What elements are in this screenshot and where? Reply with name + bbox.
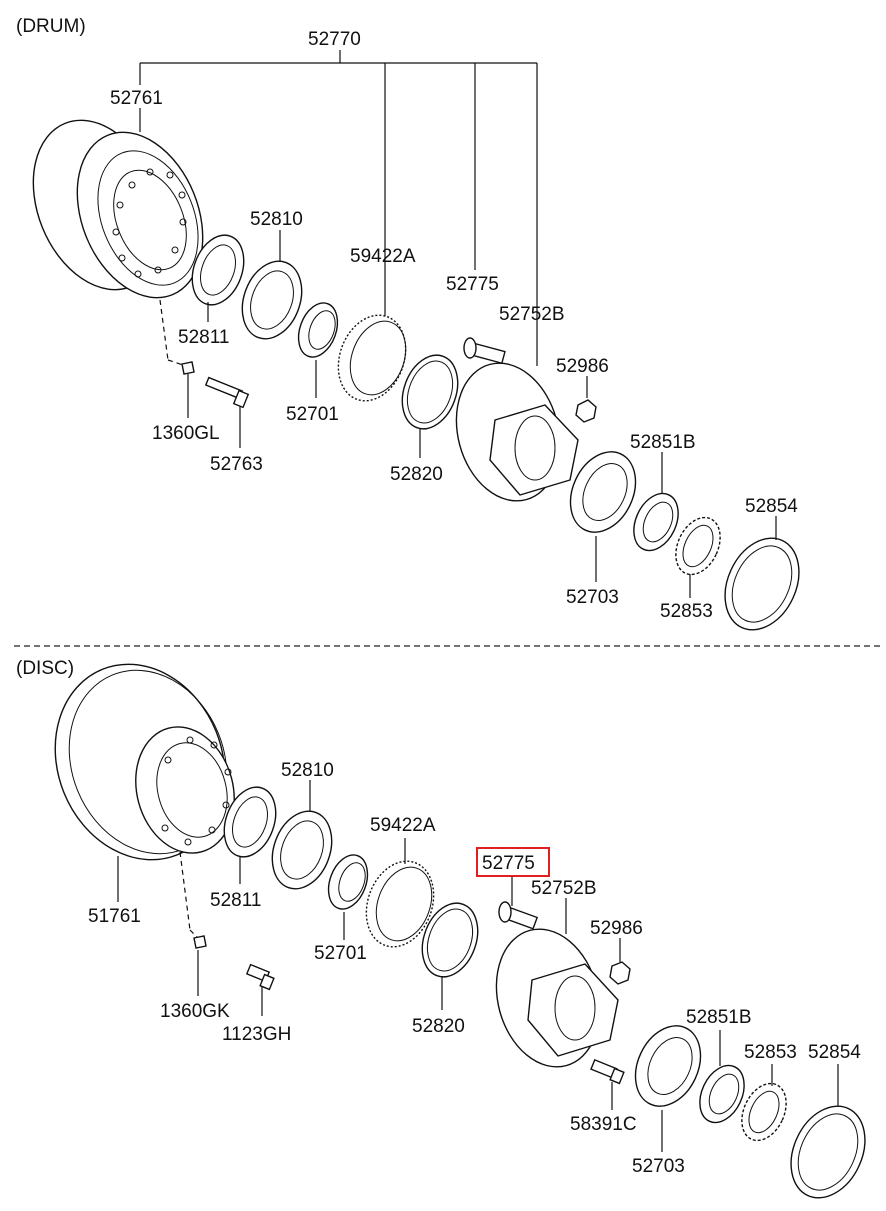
bearing-52851B-disc xyxy=(699,1030,745,1124)
brake-disc-51761 xyxy=(54,663,235,902)
bearing-52701-disc xyxy=(327,854,369,940)
label-52986: 52986 xyxy=(556,356,609,377)
label-52701-disc: 52701 xyxy=(314,943,367,964)
ring-52820-disc xyxy=(421,902,479,1010)
bearing-52853 xyxy=(675,516,721,598)
brake-drum-52761 xyxy=(32,108,204,299)
bearing-52701 xyxy=(297,302,339,398)
seal-52811 xyxy=(191,234,245,322)
hub-52752B xyxy=(455,298,579,502)
label-52851B-disc: 52851B xyxy=(686,1007,752,1028)
tone-ring-59422A xyxy=(337,314,407,402)
disc-section-title: (DISC) xyxy=(16,658,74,679)
label-52775: 52775 xyxy=(446,274,499,295)
seal-52703-disc xyxy=(634,1025,702,1152)
label-52703: 52703 xyxy=(566,587,619,608)
nut-52986-disc xyxy=(609,938,631,985)
label-52701: 52701 xyxy=(286,404,339,425)
label-52810-disc: 52810 xyxy=(281,760,334,781)
seal-52703 xyxy=(569,451,637,582)
bearing-52853-disc xyxy=(741,1064,787,1142)
bracket-52770 xyxy=(139,50,538,318)
ring-52810 xyxy=(241,230,303,340)
stud-52775-disc xyxy=(498,876,539,930)
label-52853-disc: 52853 xyxy=(744,1042,797,1063)
bearing-52851B xyxy=(633,452,679,552)
label-59422A-disc: 59422A xyxy=(370,815,436,836)
label-52820: 52820 xyxy=(390,464,443,485)
seal-52811-disc xyxy=(223,786,277,884)
label-52820-disc: 52820 xyxy=(412,1016,465,1037)
drum-section: (DRUM) xyxy=(16,16,800,631)
ring-52810-disc xyxy=(271,780,333,890)
label-52854-disc: 52854 xyxy=(808,1042,861,1063)
label-1123GH: 1123GH xyxy=(222,1024,291,1045)
label-1360GK: 1360GK xyxy=(160,1001,230,1022)
highlight-box xyxy=(476,847,550,877)
label-52703-disc: 52703 xyxy=(632,1156,685,1177)
label-1360GL: 1360GL xyxy=(152,423,220,444)
label-52770: 52770 xyxy=(308,29,361,50)
label-52851B: 52851B xyxy=(630,432,696,453)
stud-52775 xyxy=(463,337,506,365)
drum-section-title: (DRUM) xyxy=(16,16,86,37)
hub-52752B-disc xyxy=(495,898,619,1068)
disc-section: (DISC) xyxy=(16,658,866,1199)
label-58391C: 58391C xyxy=(570,1114,637,1135)
wheel-bolt-parts-disc xyxy=(179,851,275,1016)
label-52775-disc[interactable]: 52775 xyxy=(482,853,535,874)
label-52752B: 52752B xyxy=(499,304,565,325)
label-52811: 52811 xyxy=(178,327,229,348)
label-59422A: 59422A xyxy=(350,246,416,267)
label-52986-disc: 52986 xyxy=(590,918,643,939)
bolt-58391C xyxy=(590,1058,625,1110)
wheel-bolt-parts xyxy=(159,299,250,448)
label-52763: 52763 xyxy=(210,454,263,475)
label-52761: 52761 xyxy=(110,88,163,109)
ring-52820 xyxy=(401,354,459,458)
label-52752B-disc: 52752B xyxy=(531,878,597,899)
label-52853: 52853 xyxy=(660,601,713,622)
label-52810: 52810 xyxy=(250,209,303,230)
ring-52854-disc xyxy=(790,1064,866,1199)
label-51761: 51761 xyxy=(88,906,141,927)
nut-52986 xyxy=(575,376,597,423)
label-52811-disc: 52811 xyxy=(210,890,261,911)
tone-ring-59422A-disc xyxy=(365,838,435,948)
label-52854: 52854 xyxy=(745,496,798,517)
ring-52854 xyxy=(724,516,800,631)
